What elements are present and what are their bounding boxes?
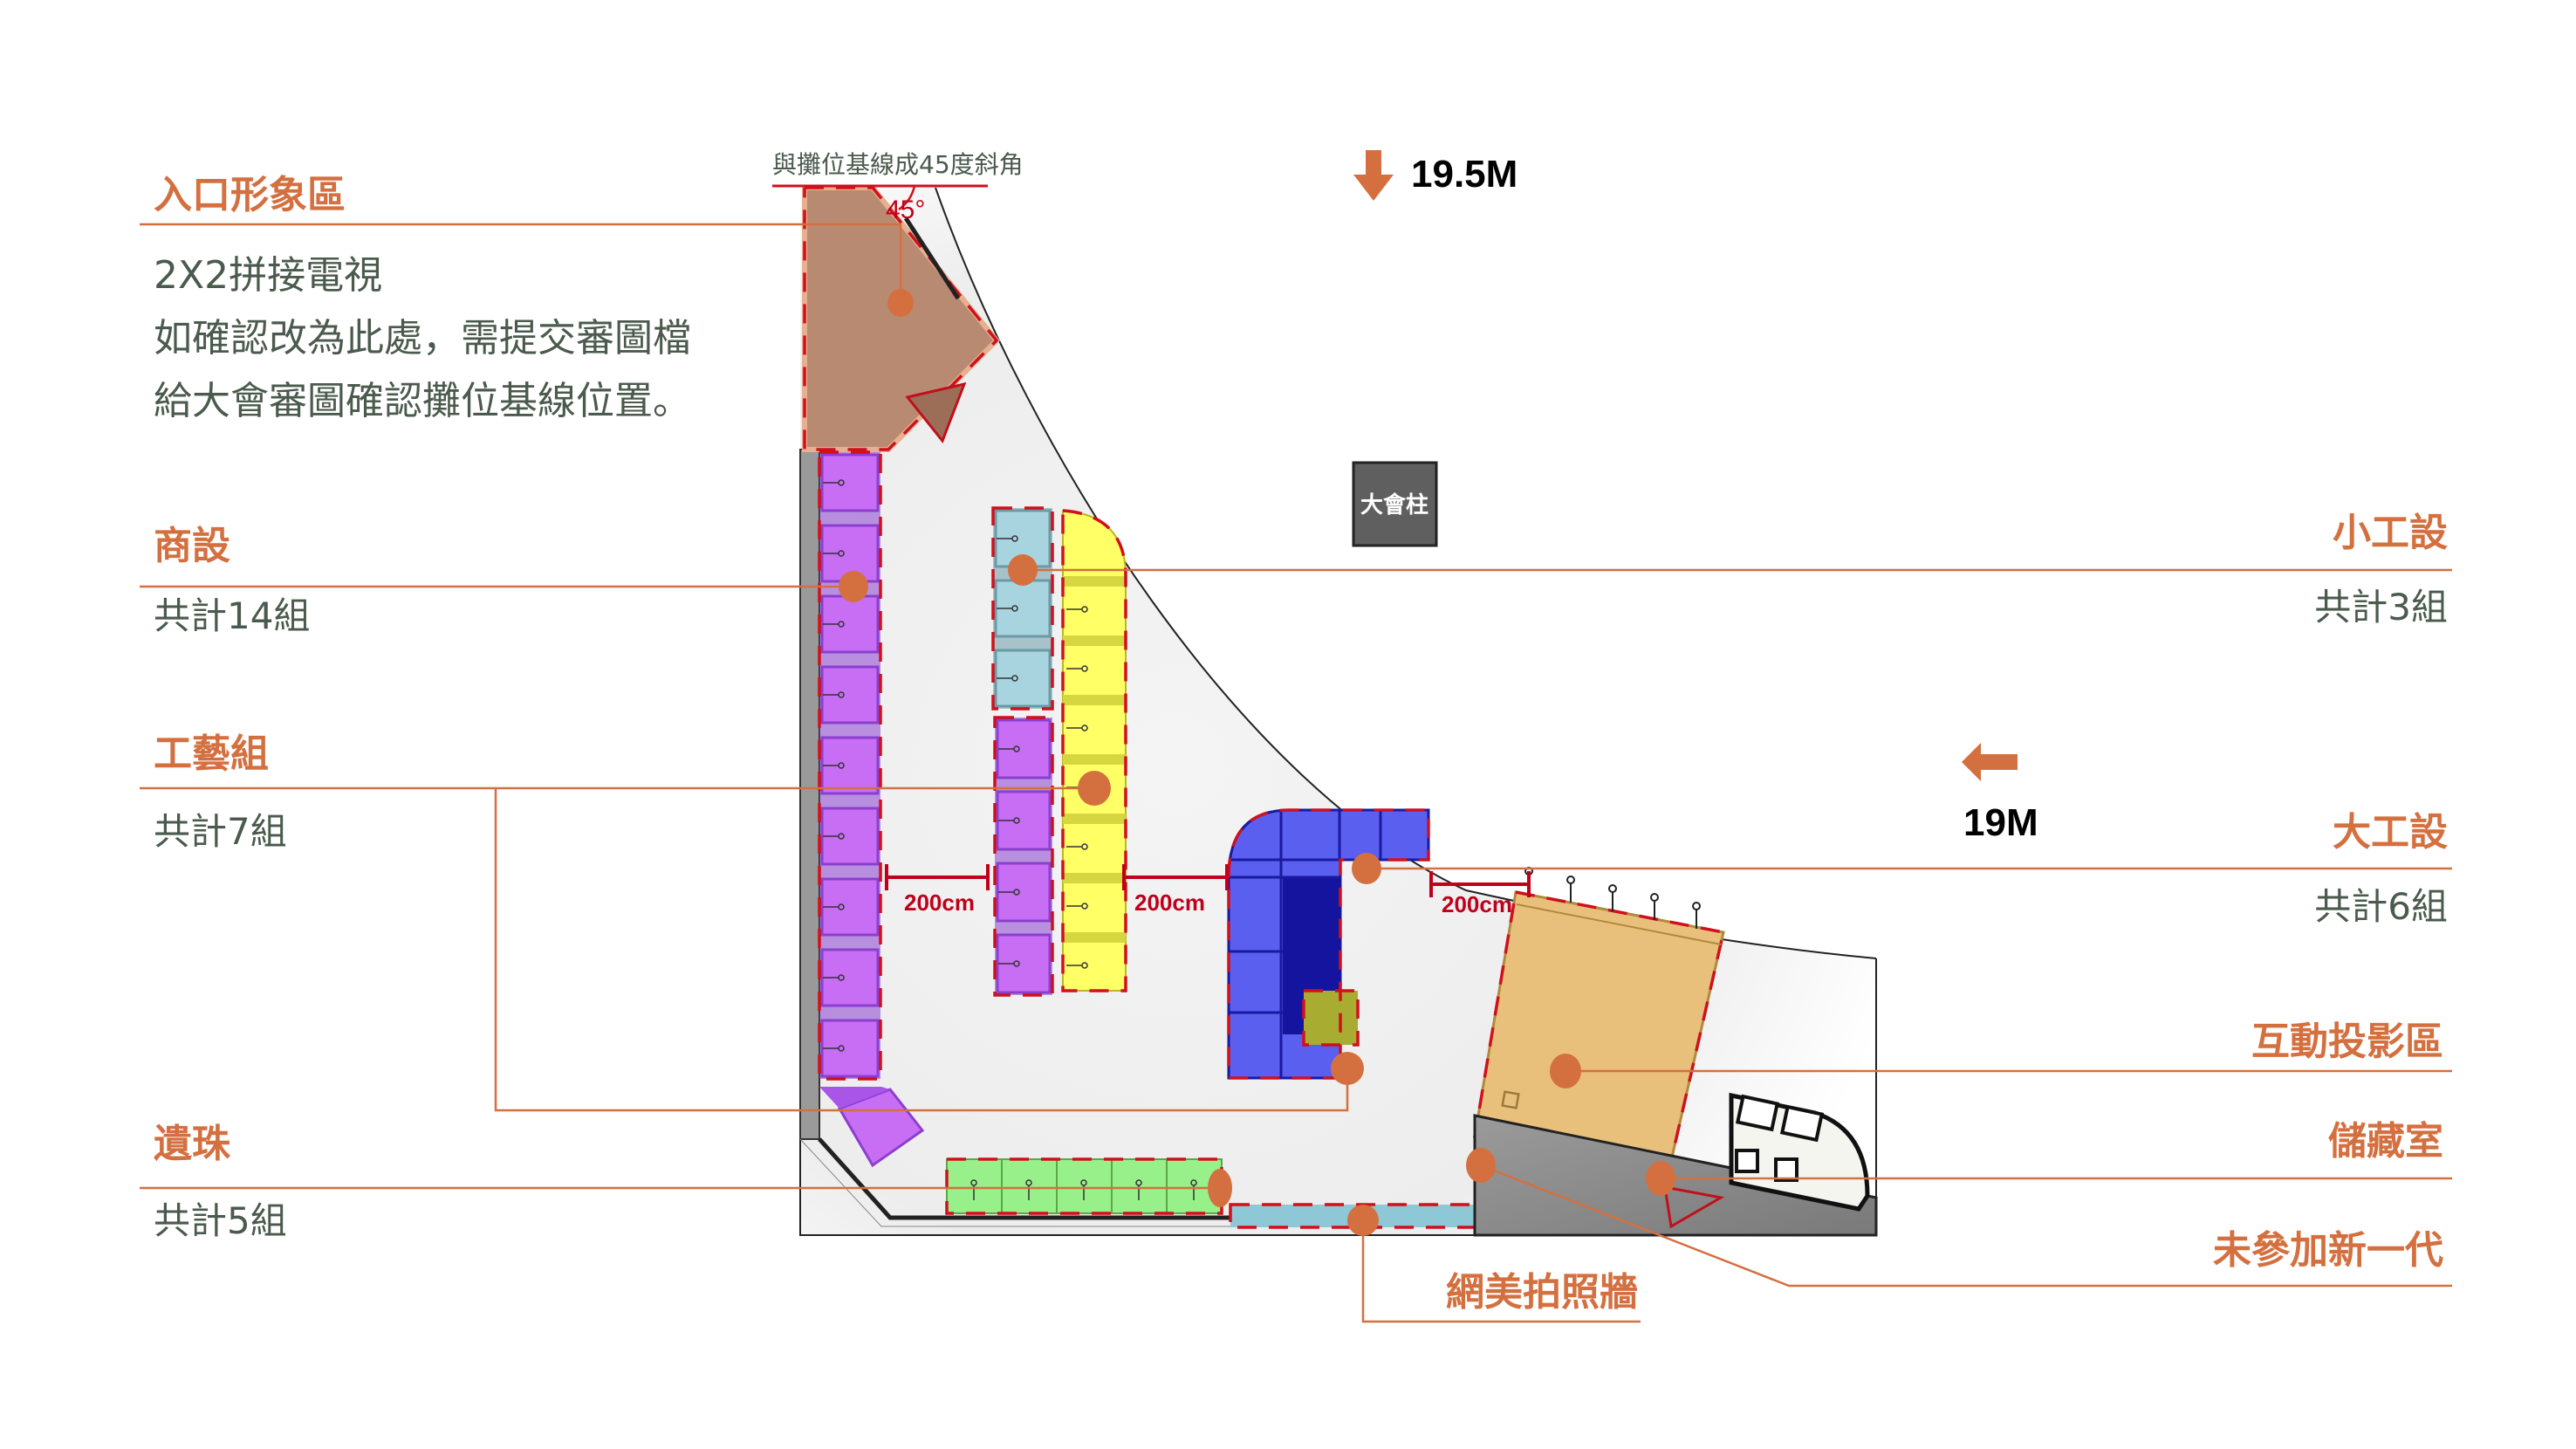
entrance-zone: 45° bbox=[772, 184, 1001, 452]
leader-lines bbox=[140, 223, 2452, 1323]
small-design-count: 共計3組 bbox=[2314, 586, 2448, 628]
storage-title: 儲藏室 bbox=[2328, 1119, 2443, 1164]
aisle-dimension-3: 200cm bbox=[1429, 871, 1531, 917]
aisle-label-1: 200cm bbox=[904, 889, 975, 916]
commercial-booth bbox=[820, 594, 880, 654]
pearl-title: 遺珠 bbox=[154, 1122, 231, 1166]
craft-booth-divider bbox=[1063, 576, 1126, 587]
commercial-marker bbox=[839, 571, 868, 602]
commercial-count: 共計14組 bbox=[154, 594, 310, 637]
projection-title: 互動投影區 bbox=[2251, 1020, 2443, 1064]
entrance-marker bbox=[887, 289, 914, 317]
aisle-dimension-1: 200cm bbox=[885, 864, 990, 916]
pearl-marker bbox=[1208, 1169, 1232, 1207]
label-pearl: 遺珠 共計5組 bbox=[154, 1122, 287, 1242]
storage-marker bbox=[1646, 1161, 1675, 1196]
craft-count: 共計7組 bbox=[154, 810, 287, 853]
craft-marker bbox=[1078, 771, 1111, 806]
craft-booths bbox=[1061, 509, 1127, 992]
not-joined-marker bbox=[1466, 1148, 1496, 1183]
right-dimension: 19M bbox=[1962, 743, 2038, 844]
pearl-booths bbox=[945, 1157, 1223, 1215]
craft-booth-divider bbox=[1063, 932, 1126, 943]
craft-booth-divider bbox=[1063, 814, 1126, 824]
craft-booth-divider bbox=[1063, 695, 1126, 705]
pearl-count: 共計5組 bbox=[154, 1199, 287, 1242]
large-design-marker bbox=[1352, 853, 1381, 884]
arrow-left-icon bbox=[1962, 743, 2018, 781]
small-design-booths bbox=[991, 506, 1054, 711]
craft-booth-divider bbox=[1063, 635, 1126, 646]
right-dimension-label: 19M bbox=[1963, 801, 2038, 844]
commercial-booth-middle bbox=[996, 933, 1052, 994]
aisle-label-2: 200cm bbox=[1134, 889, 1205, 916]
projection-marker bbox=[1550, 1054, 1581, 1088]
pillar-label: 大會柱 bbox=[1360, 491, 1428, 518]
commercial-booth-middle bbox=[996, 862, 1052, 923]
label-storage: 儲藏室 bbox=[2328, 1119, 2443, 1164]
small-design-title: 小工設 bbox=[2333, 511, 2448, 555]
label-commercial: 商設 共計14組 bbox=[154, 524, 310, 637]
not-joined-title: 未參加新一代 bbox=[2213, 1228, 2443, 1273]
label-not-joined: 未參加新一代 bbox=[2213, 1228, 2443, 1273]
label-entrance: 入口形象區 2X2拼接電視 如確認改為此處，需提交審圖檔 給大會審圖確認攤位基線… bbox=[154, 173, 691, 423]
commercial-booth bbox=[820, 807, 880, 866]
label-large-design: 大工設 共計6組 bbox=[2314, 810, 2448, 928]
entrance-desc-3: 給大會審圖確認攤位基線位置。 bbox=[154, 379, 691, 423]
craft-marker-2 bbox=[1331, 1052, 1364, 1085]
commercial-title: 商設 bbox=[154, 524, 230, 568]
large-design-booths bbox=[1227, 808, 1430, 1080]
top-dimension: 19.5M bbox=[1353, 150, 1518, 201]
entrance-title: 入口形象區 bbox=[154, 173, 346, 217]
large-design-title: 大工設 bbox=[2333, 810, 2448, 855]
photo-wall-marker bbox=[1347, 1205, 1379, 1236]
large-design-olive-block bbox=[1304, 991, 1358, 1045]
photo-wall-title: 網美拍照牆 bbox=[1446, 1270, 1638, 1315]
top-dimension-label: 19.5M bbox=[1411, 153, 1518, 196]
projection-zone bbox=[1473, 867, 1726, 1183]
small-design-marker bbox=[1008, 554, 1038, 586]
entrance-desc-2: 如確認改為此處，需提交審圖檔 bbox=[154, 316, 691, 361]
commercial-booths bbox=[818, 450, 882, 1081]
commercial-booths-middle bbox=[993, 716, 1054, 997]
entrance-desc-1: 2X2拼接電視 bbox=[154, 253, 382, 298]
aisle-label-3: 200cm bbox=[1442, 891, 1512, 917]
large-design-count: 共計6組 bbox=[2314, 885, 2448, 928]
storage-door bbox=[1663, 1185, 1725, 1229]
not-participating-area bbox=[1729, 1092, 1870, 1212]
aisle-dimension-2: 200cm bbox=[1122, 864, 1229, 916]
label-projection: 互動投影區 bbox=[2251, 1020, 2443, 1064]
label-photo-wall: 網美拍照牆 bbox=[1446, 1270, 1638, 1315]
craft-booth-divider bbox=[1063, 754, 1126, 765]
commercial-booth-corner bbox=[819, 1087, 925, 1168]
label-craft: 工藝組 共計7組 bbox=[154, 731, 287, 853]
leader-dots bbox=[839, 289, 1675, 1236]
arrow-down-icon bbox=[1353, 150, 1394, 201]
entrance-door-swing bbox=[905, 381, 967, 443]
craft-booth-divider bbox=[1063, 873, 1126, 883]
label-small-design: 小工設 共計3組 bbox=[2314, 511, 2448, 628]
craft-title: 工藝組 bbox=[154, 731, 269, 776]
tv-wall bbox=[903, 216, 961, 300]
angle-note: 與攤位基線成45度斜角 bbox=[772, 150, 1024, 179]
angle-label: 45° bbox=[886, 196, 925, 224]
venue-pillar: 大會柱 bbox=[1352, 461, 1438, 547]
angle-arc bbox=[898, 185, 916, 211]
